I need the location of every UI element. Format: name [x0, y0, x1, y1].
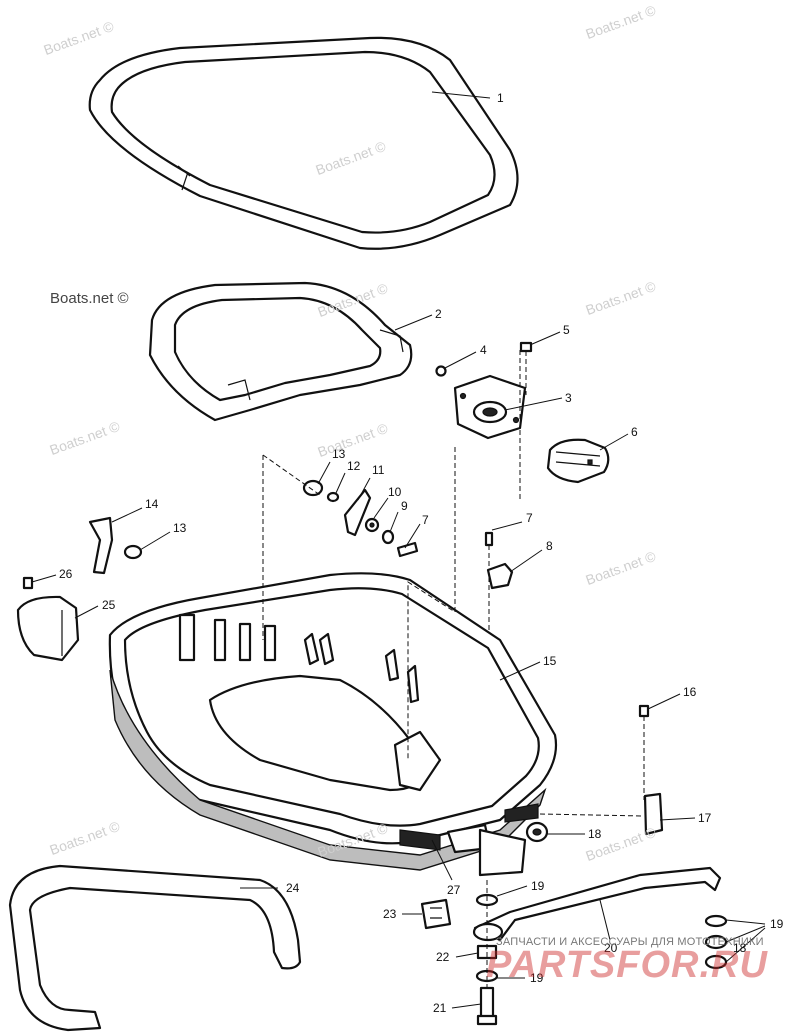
part-8-clip: [486, 562, 514, 590]
callout-6: 6: [631, 425, 638, 439]
callout-numbers: 1 2 3 4 5 6 7 7 8 9 10 11 12 13 13 14 15…: [59, 91, 784, 1015]
callout-15: 15: [543, 654, 557, 668]
callout-23: 23: [383, 907, 397, 921]
callout-9: 9: [401, 499, 408, 513]
part-26-screw: [22, 576, 34, 590]
callout-10: 10: [388, 485, 402, 499]
watermark-boats-net-dark: Boats.net ©: [50, 290, 129, 307]
callout-1: 1: [497, 91, 504, 105]
callout-16: 16: [683, 685, 697, 699]
hardware-stack: [302, 479, 419, 558]
callout-7-left: 7: [422, 513, 429, 527]
part-16-pin: [638, 704, 650, 800]
watermark-shop-logo: PARTSFOR.RU: [486, 944, 768, 986]
callout-8: 8: [546, 539, 553, 553]
callout-13-left: 13: [173, 521, 187, 535]
callout-12: 12: [347, 459, 361, 473]
part-15-lower-cowl: [108, 350, 558, 877]
part-5-bolt: [519, 341, 533, 395]
callout-14: 14: [145, 497, 159, 511]
part-1-seal-ring: [88, 36, 519, 250]
callout-13-top: 13: [332, 447, 346, 461]
callout-27: 27: [447, 883, 461, 897]
leader-lines: [31, 91, 766, 1009]
watermark-shop-caption: ЗАПЧАСТИ И АКСЕССУАРЫ ДЛЯ МОТОТЕХНИКИ: [496, 936, 764, 948]
callout-20: 20: [604, 941, 618, 955]
callout-3: 3: [565, 391, 572, 405]
part-24-handle: [8, 864, 302, 1032]
callout-21: 21: [433, 1001, 447, 1015]
callout-11: 11: [372, 463, 385, 477]
callout-7-right: 7: [526, 511, 533, 525]
part-14-latch-handle: [88, 516, 114, 575]
callout-19-right: 19: [770, 917, 784, 931]
part-20-link-rod: [472, 866, 722, 942]
callout-25: 25: [102, 598, 116, 612]
callout-18-center: 18: [588, 827, 602, 841]
callout-24: 24: [286, 881, 300, 895]
callout-17: 17: [698, 811, 712, 825]
part-18-nut: [525, 821, 549, 843]
part-25-cover: [16, 595, 80, 662]
part-23-fitting: [420, 898, 452, 930]
callout-19-bottom: 19: [530, 971, 544, 985]
part-3-bracket-plate: [453, 374, 527, 440]
part-4-screw: [435, 365, 447, 377]
part-17-latch: [643, 792, 664, 836]
callout-18-right: 18: [733, 941, 747, 955]
callout-5: 5: [563, 323, 570, 337]
callout-19-top: 19: [531, 879, 545, 893]
part-13-nut: [123, 544, 143, 560]
callout-2: 2: [435, 307, 442, 321]
part-2-frame: [148, 281, 413, 422]
callout-4: 4: [480, 343, 487, 357]
callout-26: 26: [59, 567, 73, 581]
part-6-grommet: [546, 438, 610, 484]
part-21-bolt: [476, 986, 498, 1026]
callout-22: 22: [436, 950, 450, 964]
